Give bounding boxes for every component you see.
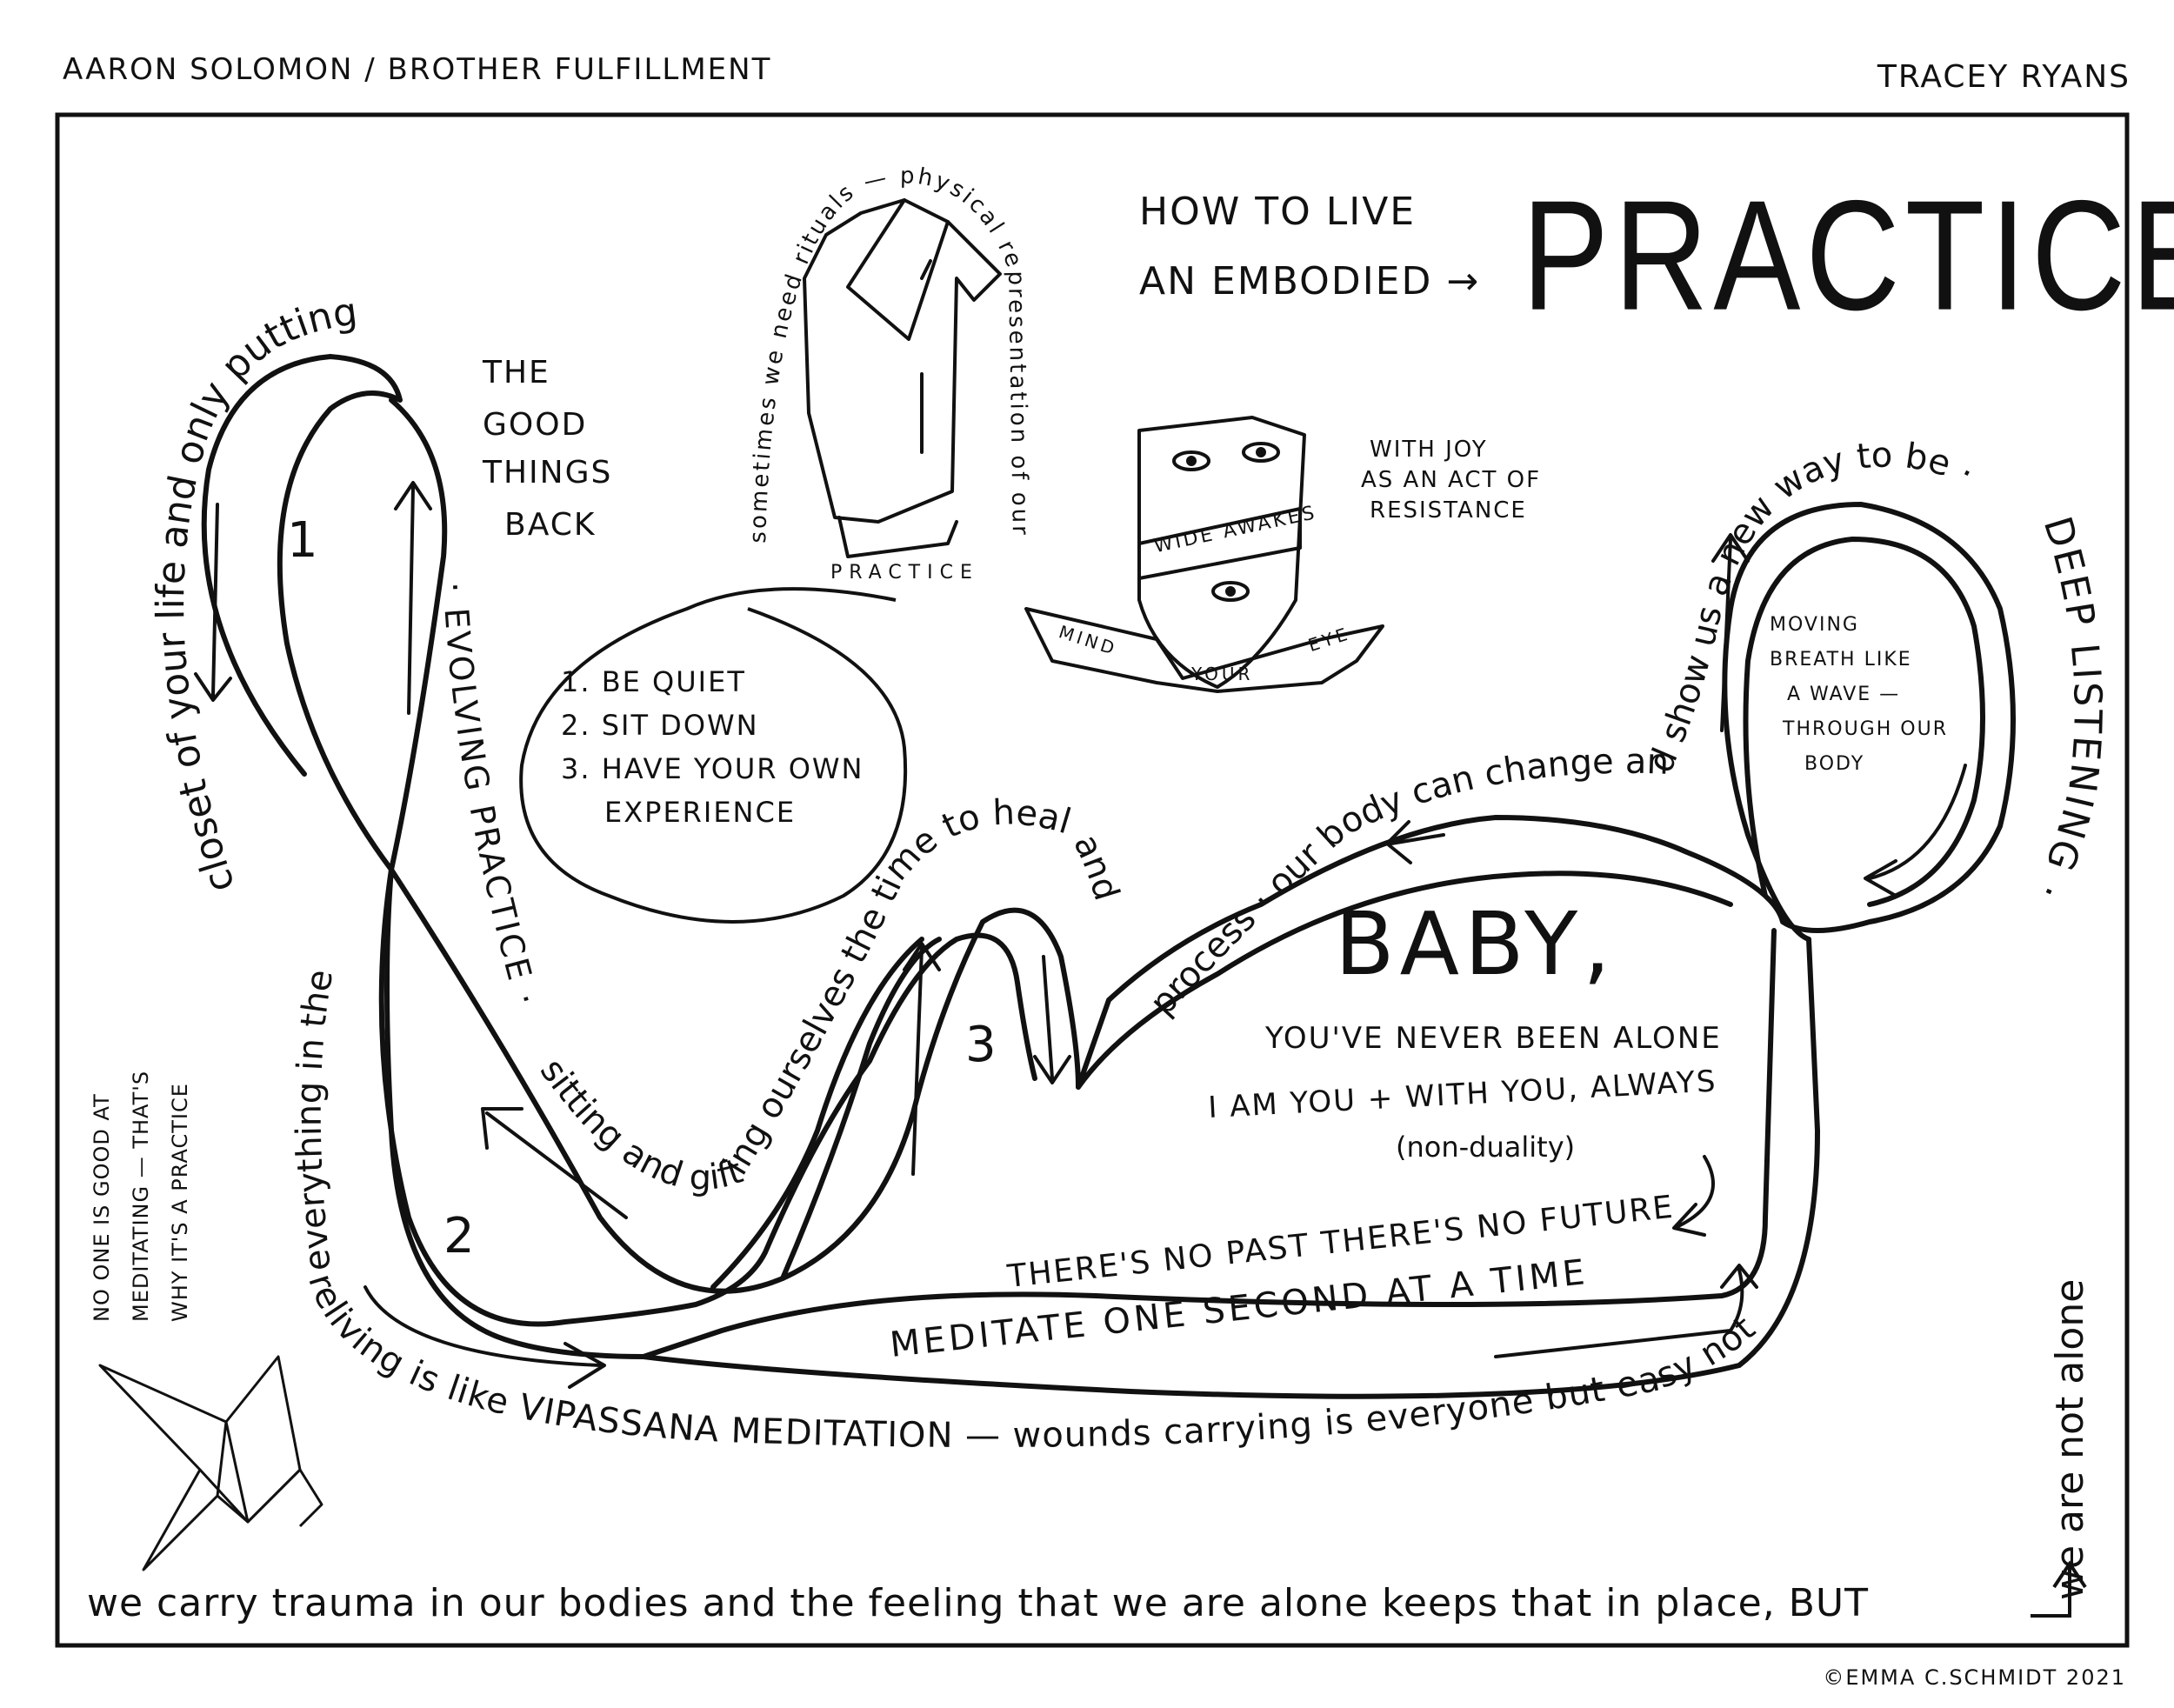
crest-side-2: AS AN ACT OF xyxy=(1361,467,1541,493)
bottom-line: we carry trauma in our bodies and the fe… xyxy=(87,1581,1869,1625)
wave-line-3: A WAVE — xyxy=(1787,684,1900,705)
copyright: ©EMMA C.SCHMIDT 2021 xyxy=(1823,1665,2126,1690)
crest-drawing xyxy=(1024,416,1384,693)
text-sitting: sitting and gifting ourselves the time t… xyxy=(532,792,1127,1198)
crest-side-3: RESISTANCE xyxy=(1370,497,1527,524)
text-closet: closet of your life and only putting xyxy=(149,290,360,897)
side-note-1: NO ONE IS GOOD AT xyxy=(90,1093,114,1322)
title-line2: AN EMBODIED → xyxy=(1139,259,1481,304)
wave-line-5: BODY xyxy=(1804,753,1864,775)
list-item-4: EXPERIENCE xyxy=(604,796,796,829)
frame-border xyxy=(55,112,2130,1648)
good-things-3: THINGS xyxy=(482,455,612,490)
robe-drawing xyxy=(803,198,1002,558)
text-bottom-arc: reliving is like VIPASSANA MEDITATION — … xyxy=(300,1269,1764,1456)
header-left: AARON SOLOMON / BROTHER FULFILLMENT xyxy=(63,52,772,87)
bottom-hook-arrow xyxy=(2031,1560,2087,1618)
ribbon-band xyxy=(201,354,2016,1399)
side-note-2: MEDITATING — THAT'S xyxy=(129,1071,153,1322)
loop-number-3: 3 xyxy=(965,1017,997,1073)
text-evolving: · EVOLVING PRACTICE · xyxy=(436,581,546,1011)
ribbon-mid: YOUR xyxy=(1190,664,1253,684)
list-item-2: 2. SIT DOWN xyxy=(561,709,759,742)
good-things-1: THE xyxy=(482,355,550,390)
text-deep-listening: DEEP LISTENING · xyxy=(2024,511,2110,908)
loop-number-1: 1 xyxy=(287,512,318,569)
list-item-3: 3. HAVE YOUR OWN xyxy=(561,752,864,785)
loop-number-2: 2 xyxy=(443,1208,475,1264)
text-everything: everything in the xyxy=(290,967,342,1273)
title-practice: PRACTICE xyxy=(1522,167,2174,343)
robe-curve-text: sometimes we need rituals — physical rep… xyxy=(745,163,1033,544)
origami-crane-drawing xyxy=(98,1355,323,1571)
list-item-1: 1. BE QUIET xyxy=(561,665,746,698)
wave-line-2: BREATH LIKE xyxy=(1770,649,1912,671)
flow-arrows xyxy=(194,481,1967,1389)
baby-line-1: YOU'VE NEVER BEEN ALONE xyxy=(1264,1021,1722,1056)
list-circle xyxy=(519,587,908,924)
header-right: TRACEY RYANS xyxy=(1877,59,2131,95)
ribbon-right: EYE xyxy=(1305,623,1352,656)
robe-label: PRACTICE xyxy=(830,562,979,584)
title-line1: HOW TO LIVE xyxy=(1139,190,1417,234)
baby-line-2: I AM YOU + WITH YOU, ALWAYS xyxy=(1207,1064,1717,1125)
crest-side-1: WITH JOY xyxy=(1370,437,1488,463)
wave-line-4: THROUGH OUR xyxy=(1782,718,1948,740)
baby-title: BABY, xyxy=(1335,893,1616,995)
good-things-2: GOOD xyxy=(483,407,587,443)
side-note-3: WHY IT'S A PRACTICE xyxy=(168,1083,192,1322)
good-things-4: BACK xyxy=(504,507,596,543)
wave-line-1: MOVING xyxy=(1770,614,1859,636)
text-not-alone: we are not alone xyxy=(2048,1279,2092,1600)
baby-line-3: (non-duality) xyxy=(1396,1131,1575,1164)
